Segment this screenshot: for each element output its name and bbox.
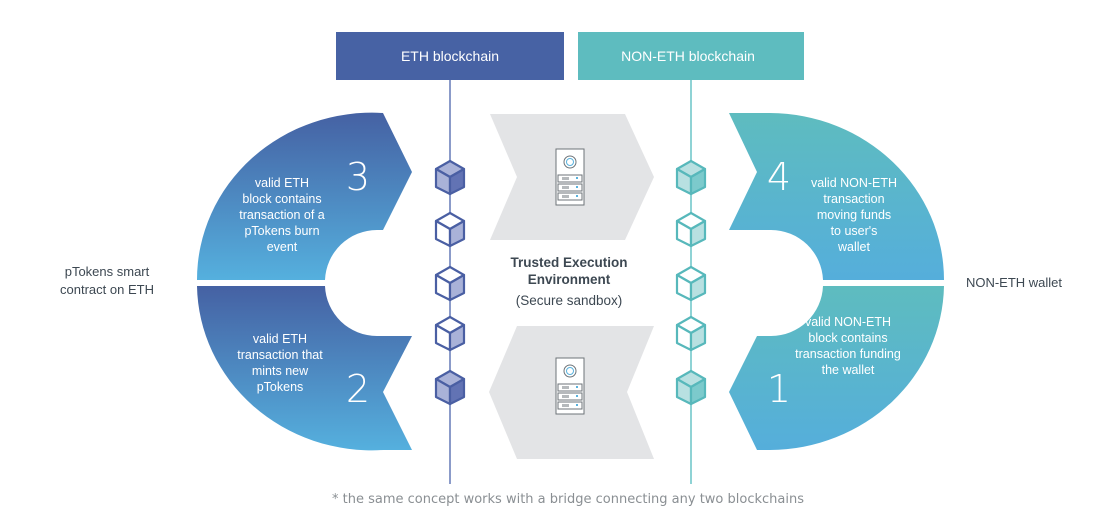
block-filled-icon bbox=[675, 369, 707, 406]
step-number: 3 bbox=[346, 155, 370, 199]
block-outline-icon bbox=[675, 315, 707, 352]
step-1: 1 valid NON-ETH block contains transaction … bbox=[767, 315, 901, 411]
block-filled-icon bbox=[434, 159, 466, 196]
left-label-line-1: pTokens smart bbox=[65, 264, 150, 279]
step-description-line: block contains bbox=[808, 331, 887, 345]
step-description-line: mints new bbox=[252, 364, 309, 378]
step-2-shape bbox=[197, 286, 412, 451]
block-outline-icon bbox=[434, 211, 466, 248]
server-icon bbox=[555, 357, 585, 415]
step-description-line: valid ETH bbox=[255, 176, 309, 190]
step-description-line: transaction funding bbox=[795, 347, 901, 361]
step-description-line: valid ETH bbox=[253, 332, 307, 346]
step-description-line: to user's bbox=[831, 224, 878, 238]
step-description-line: valid NON-ETH bbox=[805, 315, 891, 329]
step-4-shape bbox=[729, 113, 944, 280]
non-eth-blockchain-header: NON-ETH blockchain bbox=[578, 32, 804, 80]
right-label: NON-ETH wallet bbox=[966, 275, 1062, 290]
step-description-line: event bbox=[267, 240, 298, 254]
step-description-line: transaction that bbox=[237, 348, 323, 362]
step-3-shape bbox=[196, 112, 412, 280]
block-outline-icon bbox=[675, 211, 707, 248]
server-icon bbox=[555, 148, 585, 206]
step-description-line: block contains bbox=[242, 192, 321, 206]
step-number: 4 bbox=[767, 155, 791, 199]
step-description-line: transaction of a bbox=[239, 208, 325, 222]
eth-blockchain-header: ETH blockchain bbox=[336, 32, 564, 80]
non-eth-blockchain-label: NON-ETH blockchain bbox=[621, 48, 755, 64]
step-description-line: moving funds bbox=[817, 208, 891, 222]
block-filled-icon bbox=[675, 159, 707, 196]
block-outline-icon bbox=[434, 265, 466, 302]
step-description-line: pTokens burn bbox=[244, 224, 319, 238]
step-description-line: wallet bbox=[837, 240, 870, 254]
step-description-line: valid NON-ETH bbox=[811, 176, 897, 190]
block-outline-icon bbox=[675, 265, 707, 302]
tee-subtitle: (Secure sandbox) bbox=[516, 293, 623, 308]
step-4: 4 valid NON-ETH transaction moving funds to … bbox=[767, 155, 897, 254]
step-description-line: transaction bbox=[823, 192, 884, 206]
step-description-line: the wallet bbox=[822, 363, 875, 377]
block-outline-icon bbox=[434, 315, 466, 352]
step-3: 3 valid ETH block contains transaction of a… bbox=[239, 155, 370, 254]
step-number: 2 bbox=[346, 367, 370, 411]
step-1-shape bbox=[729, 286, 944, 450]
left-label-line-2: contract on ETH bbox=[60, 282, 154, 297]
tee-title-line-1: Trusted Execution bbox=[510, 255, 627, 270]
block-filled-icon bbox=[434, 369, 466, 406]
step-2: 2 valid ETH transaction that mints new pToke… bbox=[237, 332, 370, 411]
tee-title-line-2: Environment bbox=[528, 272, 611, 287]
eth-blockchain-label: ETH blockchain bbox=[401, 48, 499, 64]
step-number: 1 bbox=[767, 367, 791, 411]
footnote: * the same concept works with a bridge c… bbox=[332, 492, 804, 507]
step-description-line: pTokens bbox=[257, 380, 304, 394]
